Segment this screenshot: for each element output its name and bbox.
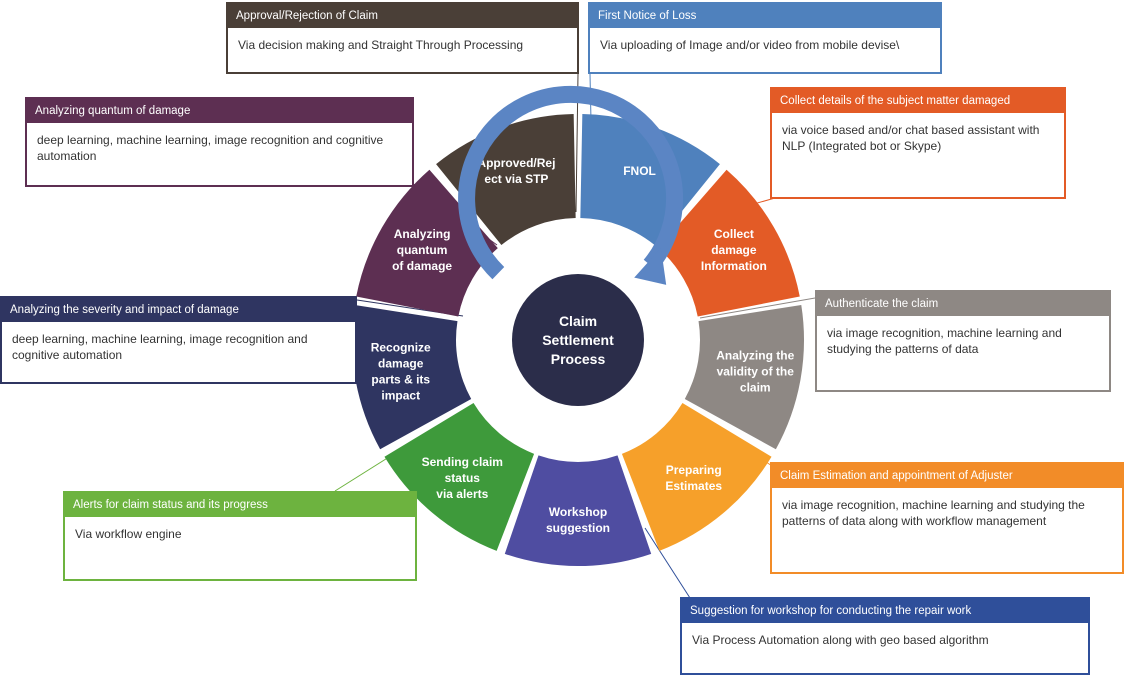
callout-body: Via decision making and Straight Through… xyxy=(238,38,524,52)
callout-title: Analyzing the severity and impact of dam… xyxy=(2,298,355,322)
callout-severity: Analyzing the severity and impact of dam… xyxy=(0,296,357,384)
callout-title: Analyzing quantum of damage xyxy=(27,99,412,123)
segment-fnol xyxy=(580,114,720,246)
callout-title: Authenticate the claim xyxy=(817,292,1109,316)
callout-body: Via Process Automation along with geo ba… xyxy=(692,633,989,647)
callout-alerts: Alerts for claim status and its progress… xyxy=(63,491,417,581)
callout-body: via image recognition, machine learning … xyxy=(782,498,1085,528)
segment-alerts xyxy=(384,403,535,551)
connector-line-workshop xyxy=(644,527,691,599)
segment-collect xyxy=(658,169,800,317)
callout-estimation: Claim Estimation and appointment of Adju… xyxy=(770,462,1124,574)
callout-title: Collect details of the subject matter da… xyxy=(772,89,1064,113)
segment-validity xyxy=(684,305,804,450)
callout-body: via image recognition, machine learning … xyxy=(827,326,1062,356)
connector-line-authenticate xyxy=(699,297,816,319)
callout-title: Alerts for claim status and its progress xyxy=(65,493,415,517)
segment-workshop xyxy=(504,455,652,566)
callout-quantum: Analyzing quantum of damage deep learnin… xyxy=(25,97,414,187)
callout-title: Approval/Rejection of Claim xyxy=(228,4,577,28)
callout-fnol: First Notice of Loss Via uploading of Im… xyxy=(588,2,942,74)
callout-body: deep learning, machine learning, image r… xyxy=(37,133,384,163)
cycle-arrow-body xyxy=(458,85,684,280)
callout-body: Via uploading of Image and/or video from… xyxy=(600,38,900,52)
segment-quantum xyxy=(356,169,498,317)
center-circle xyxy=(512,274,644,406)
segment-label-fnol: FNOL xyxy=(623,164,656,178)
callout-approval: Approval/Rejection of Claim Via decision… xyxy=(226,2,579,74)
segment-estimates xyxy=(621,403,772,551)
callout-collect: Collect details of the subject matter da… xyxy=(770,87,1066,199)
callout-title: Suggestion for workshop for conducting t… xyxy=(682,599,1088,623)
callout-title: Claim Estimation and appointment of Adju… xyxy=(772,464,1122,488)
callout-body: Via workflow engine xyxy=(75,527,182,541)
callout-workshop: Suggestion for workshop for conducting t… xyxy=(680,597,1090,675)
callout-body: deep learning, machine learning, image r… xyxy=(12,332,308,362)
callout-title: First Notice of Loss xyxy=(590,4,940,28)
cycle-arrow xyxy=(458,85,684,285)
segment-recognize xyxy=(352,305,472,450)
callout-authenticate: Authenticate the claim via image recogni… xyxy=(815,290,1111,392)
callout-body: via voice based and/or chat based assist… xyxy=(782,123,1040,153)
cycle-arrow-head xyxy=(634,247,667,285)
